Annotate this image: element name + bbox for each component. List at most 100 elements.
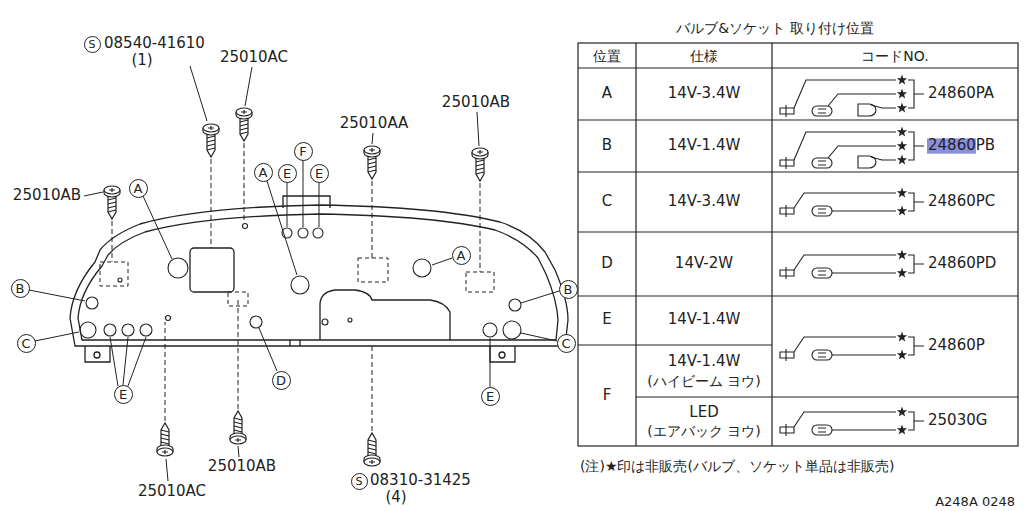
bulb-socket-icons <box>780 75 924 437</box>
callout-letter: B <box>16 282 25 295</box>
position-callout: C <box>17 334 36 353</box>
bulb-socket-icons <box>780 332 924 362</box>
leader-lines <box>29 66 559 481</box>
meter-housing <box>94 352 100 358</box>
bulb-socket-icons <box>780 250 924 280</box>
leader-lines <box>521 333 557 341</box>
screw-axis-lines <box>372 345 373 431</box>
position-callout: A <box>452 246 471 265</box>
spec-cell: 14V-3.4W <box>668 85 741 102</box>
code-cell: 24860PA <box>928 85 994 102</box>
bulb-socket-holes <box>243 224 248 229</box>
leader-lines <box>303 160 304 227</box>
spec-note: (ハイビーム ヨウ) <box>647 373 760 389</box>
code-cell: 24860PC <box>928 193 995 210</box>
leader-lines <box>287 182 288 227</box>
meter-housing <box>320 290 450 340</box>
callout-letter: A <box>134 182 143 195</box>
callout-letter: E <box>283 167 291 180</box>
position-callout: B <box>11 279 30 298</box>
position-callout: E <box>481 387 500 406</box>
drawing-number: A248A 0248 <box>935 495 1015 510</box>
leader-lines <box>267 181 297 275</box>
bulb-socket-holes <box>86 297 98 309</box>
bulb-socket-holes <box>122 324 134 336</box>
leader-lines <box>29 290 85 301</box>
leader-lines <box>432 258 452 265</box>
part-number: 25010AC <box>138 483 206 500</box>
table-grid <box>578 43 1018 446</box>
spec-cell: 14V-3.4W <box>668 193 741 210</box>
code-cell: 24860P <box>928 337 985 354</box>
bulb-socket-icons <box>780 75 924 118</box>
table-note: (注)★印は非販売(バルブ、ソケット単品は非販売) <box>580 458 894 474</box>
screws <box>157 423 173 456</box>
position-callout: A <box>254 163 273 182</box>
position-callout: D <box>272 371 291 390</box>
bulb-socket-holes <box>413 259 431 277</box>
position-callout: E <box>278 164 297 183</box>
position-cell: D <box>601 255 613 272</box>
position-callout: A <box>129 179 148 198</box>
leader-lines <box>84 192 103 196</box>
hidden-brackets <box>100 258 494 306</box>
leader-lines <box>490 338 491 387</box>
part-number: 25010AB <box>442 94 510 111</box>
quantity: (1) <box>131 52 152 69</box>
callout-letter: A <box>259 166 268 179</box>
bulb-socket-icons <box>780 188 924 218</box>
meter-housing <box>190 248 234 292</box>
leader-lines <box>259 328 277 371</box>
meter-housing <box>499 352 505 358</box>
screw-axis-lines <box>238 300 239 409</box>
table-grid <box>578 43 1018 446</box>
screws <box>236 108 252 141</box>
hidden-brackets <box>100 262 128 286</box>
screw-axis-lines <box>165 322 166 421</box>
callout-letter: A <box>457 249 466 262</box>
part-number: 08310-31425 <box>370 472 471 489</box>
position-callout: B <box>559 280 578 299</box>
position-callout: F <box>294 142 313 161</box>
bulb-socket-holes <box>291 276 309 294</box>
position-callout: S <box>84 36 101 53</box>
part-number: 08540-41610 <box>104 35 205 52</box>
position-cell: B <box>602 137 612 154</box>
bulb-socket-holes <box>140 324 152 336</box>
bulb-socket-holes <box>166 316 171 321</box>
table-header: コードNO. <box>861 48 928 64</box>
leader-lines <box>477 112 479 146</box>
leader-lines <box>190 66 207 121</box>
leader-lines <box>245 67 252 106</box>
table-grid <box>578 43 1018 446</box>
bulb-socket-icons <box>780 407 924 437</box>
meter-housing <box>85 346 515 362</box>
position-cell: F <box>603 387 612 404</box>
table-header: 仕様 <box>690 48 718 64</box>
leader-lines <box>319 182 320 227</box>
bulb-socket-icons <box>780 127 924 170</box>
position-cell: C <box>602 193 612 210</box>
callout-letter: E <box>486 390 494 403</box>
bulb-socket-holes <box>322 319 328 325</box>
bulb-socket-holes <box>118 278 122 282</box>
leader-lines <box>521 291 559 303</box>
bulb-socket-holes <box>168 258 188 278</box>
callout-letter: C <box>21 337 30 350</box>
hidden-brackets <box>358 258 388 282</box>
code-cell: 24860PD <box>928 255 996 272</box>
callout-letter: D <box>276 374 286 387</box>
position-cell: E <box>602 311 611 328</box>
position-callout: E <box>310 164 329 183</box>
leader-lines <box>238 446 239 457</box>
position-callout: C <box>557 334 576 353</box>
screws <box>472 148 488 181</box>
screw-axis-lines <box>244 143 245 222</box>
screws <box>104 108 488 466</box>
screw-axis-lines <box>372 181 373 258</box>
meter-housing <box>290 340 300 346</box>
bulb-socket-holes <box>250 316 262 328</box>
part-number: 25010AB <box>208 458 276 475</box>
